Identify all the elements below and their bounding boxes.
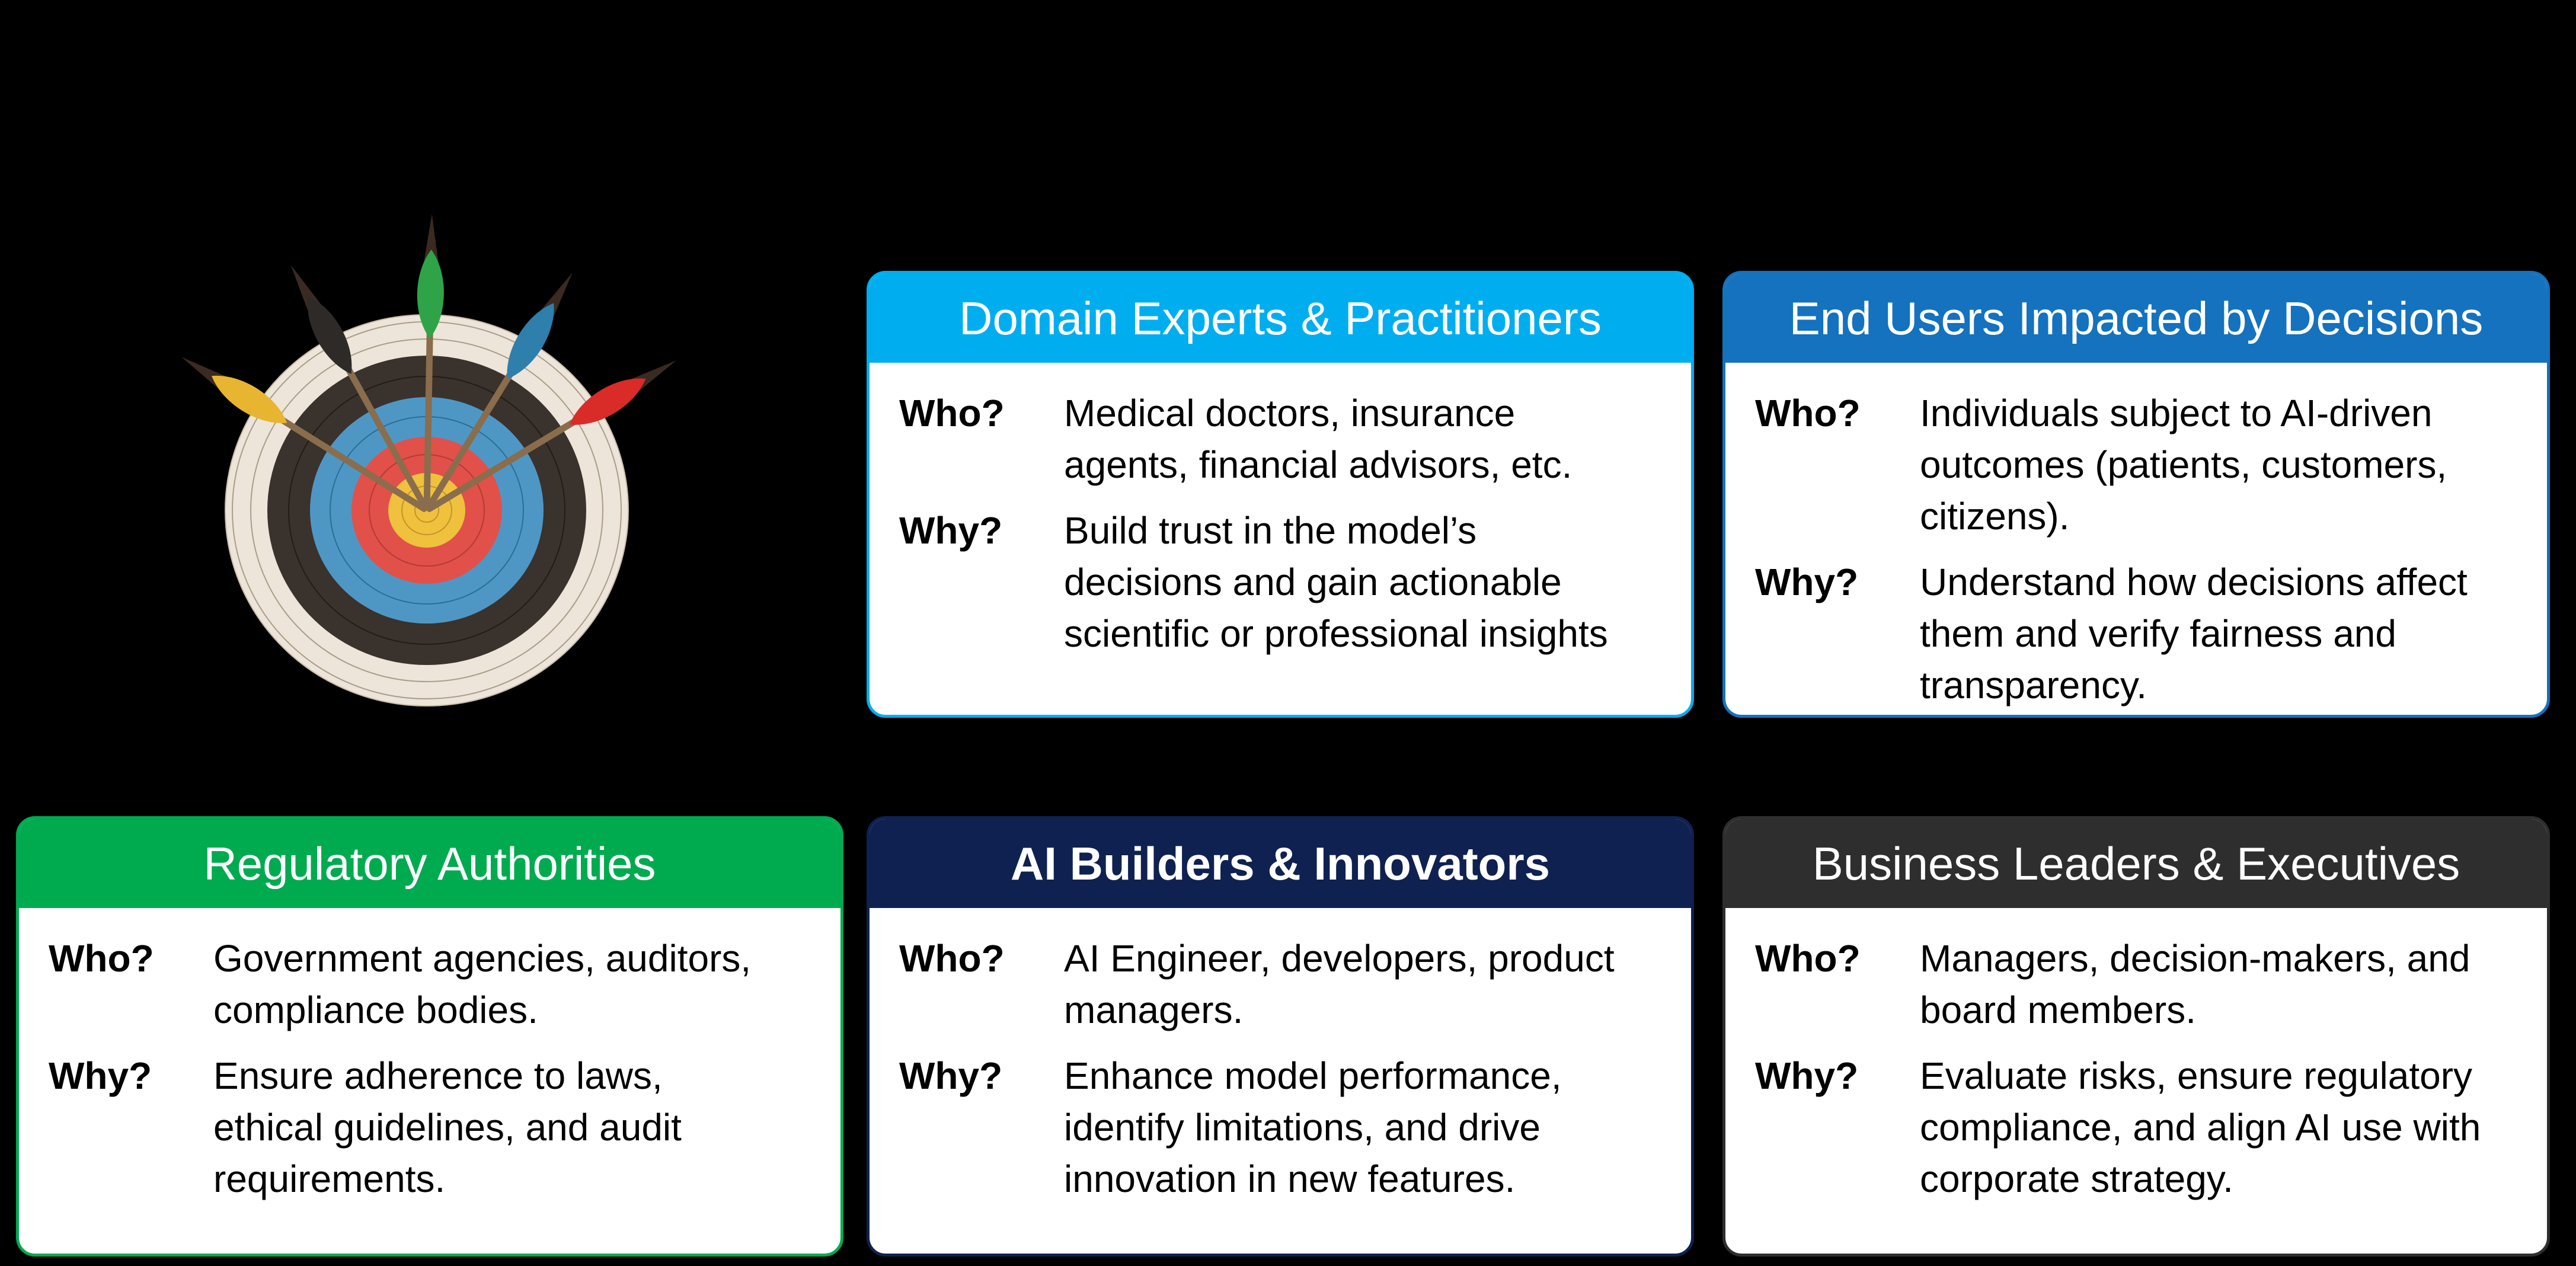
card-title: AI Builders & Innovators [1010, 837, 1551, 890]
arrow-blue [425, 273, 573, 511]
why-label: Why? [899, 509, 1003, 552]
who-label: Who? [49, 937, 154, 980]
card-body: Who? Government agencies, auditors, comp… [19, 908, 840, 1205]
who-text: Medical doctors, insurance agents, finan… [1064, 392, 1573, 486]
card-business-leaders: Business Leaders & Executives Who? Manag… [1722, 816, 2550, 1257]
fletching [569, 378, 646, 425]
who-label: Who? [1755, 937, 1861, 980]
archery-target-image [181, 214, 676, 706]
who-row: Who? Individuals subject to AI-driven ou… [1755, 388, 2526, 542]
fletching [417, 250, 444, 339]
who-row: Who? Managers, decision-makers, and boar… [1755, 933, 2526, 1036]
who-label: Who? [899, 392, 1005, 434]
why-row: Why? Evaluate risks, ensure regulatory c… [1755, 1050, 2526, 1205]
card-header: AI Builders & Innovators [870, 819, 1691, 908]
why-text: Ensure adherence to laws, ethical guidel… [213, 1054, 682, 1200]
card-regulatory-authorities: Regulatory Authorities Who? Government a… [16, 816, 843, 1257]
card-title: Business Leaders & Executives [1812, 837, 2460, 890]
card-title: Regulatory Authorities [203, 837, 656, 890]
card-header: Domain Experts & Practitioners [870, 274, 1691, 363]
why-row: Why? Understand how decisions affect the… [1755, 557, 2526, 711]
why-text: Enhance model performance, identify limi… [1064, 1054, 1562, 1200]
why-label: Why? [1755, 1054, 1859, 1097]
target-board [225, 314, 629, 706]
card-title: End Users Impacted by Decisions [1789, 292, 2484, 344]
why-text: Understand how decisions affect them and… [1920, 561, 2468, 706]
why-row: Why? Build trust in the model’s decision… [899, 505, 1670, 660]
who-row: Who? AI Engineer, developers, product ma… [899, 933, 1670, 1036]
card-title: Domain Experts & Practitioners [959, 292, 1602, 344]
card-header: Regulatory Authorities [19, 819, 840, 908]
why-label: Why? [1755, 561, 1859, 603]
card-body: Who? Individuals subject to AI-driven ou… [1725, 363, 2547, 711]
why-text: Build trust in the model’s decisions and… [1064, 509, 1608, 655]
card-domain-experts: Domain Experts & Practitioners Who? Medi… [867, 271, 1694, 718]
why-row: Why? Enhance model performance, identify… [899, 1050, 1670, 1205]
card-header: Business Leaders & Executives [1725, 819, 2547, 908]
who-row: Who? Government agencies, auditors, comp… [49, 933, 819, 1036]
who-label: Who? [899, 937, 1005, 980]
card-body: Who? Medical doctors, insurance agents, … [870, 363, 1691, 660]
why-text: Evaluate risks, ensure regulatory compli… [1920, 1054, 2481, 1200]
card-header: End Users Impacted by Decisions [1725, 274, 2547, 363]
who-text: Individuals subject to AI-driven outcome… [1920, 392, 2447, 538]
arrow-yellow [181, 357, 428, 512]
why-row: Why? Ensure adherence to laws, ethical g… [49, 1050, 819, 1205]
card-body: Who? Managers, decision-makers, and boar… [1725, 908, 2547, 1205]
who-text: Managers, decision-makers, and board mem… [1920, 937, 2470, 1031]
arrow-green [417, 214, 444, 511]
fletching [212, 375, 287, 423]
card-ai-builders: AI Builders & Innovators Who? AI Enginee… [867, 816, 1694, 1257]
who-row: Who? Medical doctors, insurance agents, … [899, 388, 1670, 491]
fletching [307, 296, 352, 374]
why-label: Why? [899, 1054, 1003, 1097]
who-text: AI Engineer, developers, product manager… [1064, 937, 1615, 1031]
arrow-black [290, 265, 429, 511]
who-label: Who? [1755, 392, 1861, 434]
arrow-red [426, 360, 676, 512]
fletching [507, 303, 554, 379]
why-label: Why? [49, 1054, 152, 1097]
card-body: Who? AI Engineer, developers, product ma… [870, 908, 1691, 1205]
card-end-users: End Users Impacted by Decisions Who? Ind… [1722, 271, 2550, 718]
who-text: Government agencies, auditors, complianc… [213, 937, 752, 1031]
